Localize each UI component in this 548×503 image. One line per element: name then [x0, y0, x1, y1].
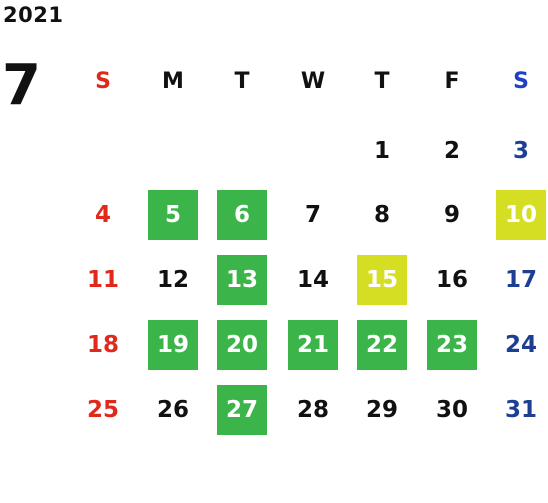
day-cell[interactable]: 8 [373, 202, 390, 228]
day-cell[interactable]: 16 [435, 267, 468, 293]
day-cell[interactable]: 4 [94, 202, 111, 228]
day-cell[interactable]: 24 [504, 332, 537, 358]
day-cell[interactable]: 14 [296, 267, 329, 293]
day-cell[interactable]: 20 [217, 320, 267, 370]
day-cell[interactable]: 7 [304, 202, 321, 228]
day-cell[interactable]: 28 [296, 397, 329, 423]
day-cell[interactable]: 19 [148, 320, 198, 370]
day-cell[interactable]: 9 [443, 202, 460, 228]
day-cell[interactable]: 18 [86, 332, 119, 358]
day-cell[interactable]: 21 [288, 320, 338, 370]
day-cell[interactable]: 31 [504, 397, 537, 423]
day-cell[interactable]: 11 [86, 267, 119, 293]
day-cell[interactable]: 2 [443, 138, 460, 164]
day-cell[interactable]: 15 [357, 255, 407, 305]
day-cell[interactable]: 6 [217, 190, 267, 240]
day-cell[interactable]: 26 [156, 397, 189, 423]
day-cell[interactable]: 30 [435, 397, 468, 423]
month-label: 7 [2, 53, 41, 118]
day-cell[interactable]: 27 [217, 385, 267, 435]
weekday-header: T [234, 68, 250, 94]
year-label: 2021 [3, 3, 64, 27]
day-cell[interactable]: 3 [512, 138, 529, 164]
day-cell[interactable]: 1 [373, 138, 390, 164]
weekday-header: F [444, 68, 460, 94]
day-cell[interactable]: 12 [156, 267, 189, 293]
day-cell[interactable]: 10 [496, 190, 546, 240]
day-cell[interactable]: 29 [365, 397, 398, 423]
weekday-header: S [513, 68, 529, 94]
weekday-header: W [300, 68, 326, 94]
day-cell[interactable]: 13 [217, 255, 267, 305]
day-cell[interactable]: 25 [86, 397, 119, 423]
weekday-header: M [162, 68, 184, 94]
day-cell[interactable]: 22 [357, 320, 407, 370]
weekday-header: T [374, 68, 390, 94]
day-cell[interactable]: 23 [427, 320, 477, 370]
day-cell[interactable]: 5 [148, 190, 198, 240]
day-cell[interactable]: 17 [504, 267, 537, 293]
weekday-header: S [95, 68, 111, 94]
